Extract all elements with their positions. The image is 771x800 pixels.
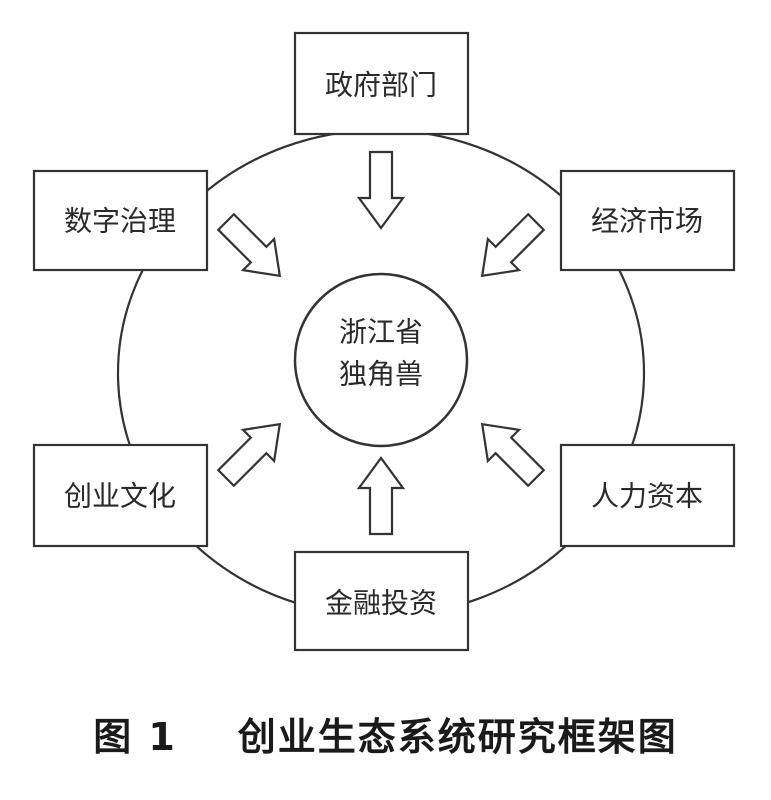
- figure-caption: 图 1 创业生态系统研究框架图: [0, 706, 771, 761]
- node-financial-investment: 金融投资: [293, 550, 470, 652]
- node-entrepreneurial-culture-label: 创业文化: [64, 480, 176, 513]
- node-human-capital: 人力资本: [559, 443, 736, 548]
- figure-title: 创业生态系统研究框架图: [237, 715, 678, 759]
- node-economic-market: 经济市场: [559, 169, 736, 272]
- node-digital-governance-label: 数字治理: [64, 205, 176, 238]
- node-government: 政府部门: [293, 31, 470, 136]
- arrow-from-top: [357, 150, 405, 230]
- arrow-from-bottom-right: [465, 407, 553, 495]
- arrow-from-bottom-left: [209, 407, 297, 495]
- node-human-capital-label: 人力资本: [591, 480, 703, 513]
- node-entrepreneurial-culture: 创业文化: [32, 443, 209, 548]
- arrow-from-top-right: [465, 205, 553, 293]
- node-economic-market-label: 经济市场: [591, 205, 703, 238]
- arrow-from-bottom: [357, 456, 405, 536]
- center-label-line1: 浙江省: [339, 316, 423, 349]
- node-government-label: 政府部门: [325, 69, 437, 102]
- arrow-from-top-left: [209, 205, 297, 293]
- figure-number: 图 1: [93, 715, 177, 759]
- center-label-line2: 独角兽: [339, 358, 423, 391]
- node-financial-investment-label: 金融投资: [325, 587, 437, 620]
- center-circle: [293, 272, 469, 448]
- node-digital-governance: 数字治理: [32, 169, 209, 272]
